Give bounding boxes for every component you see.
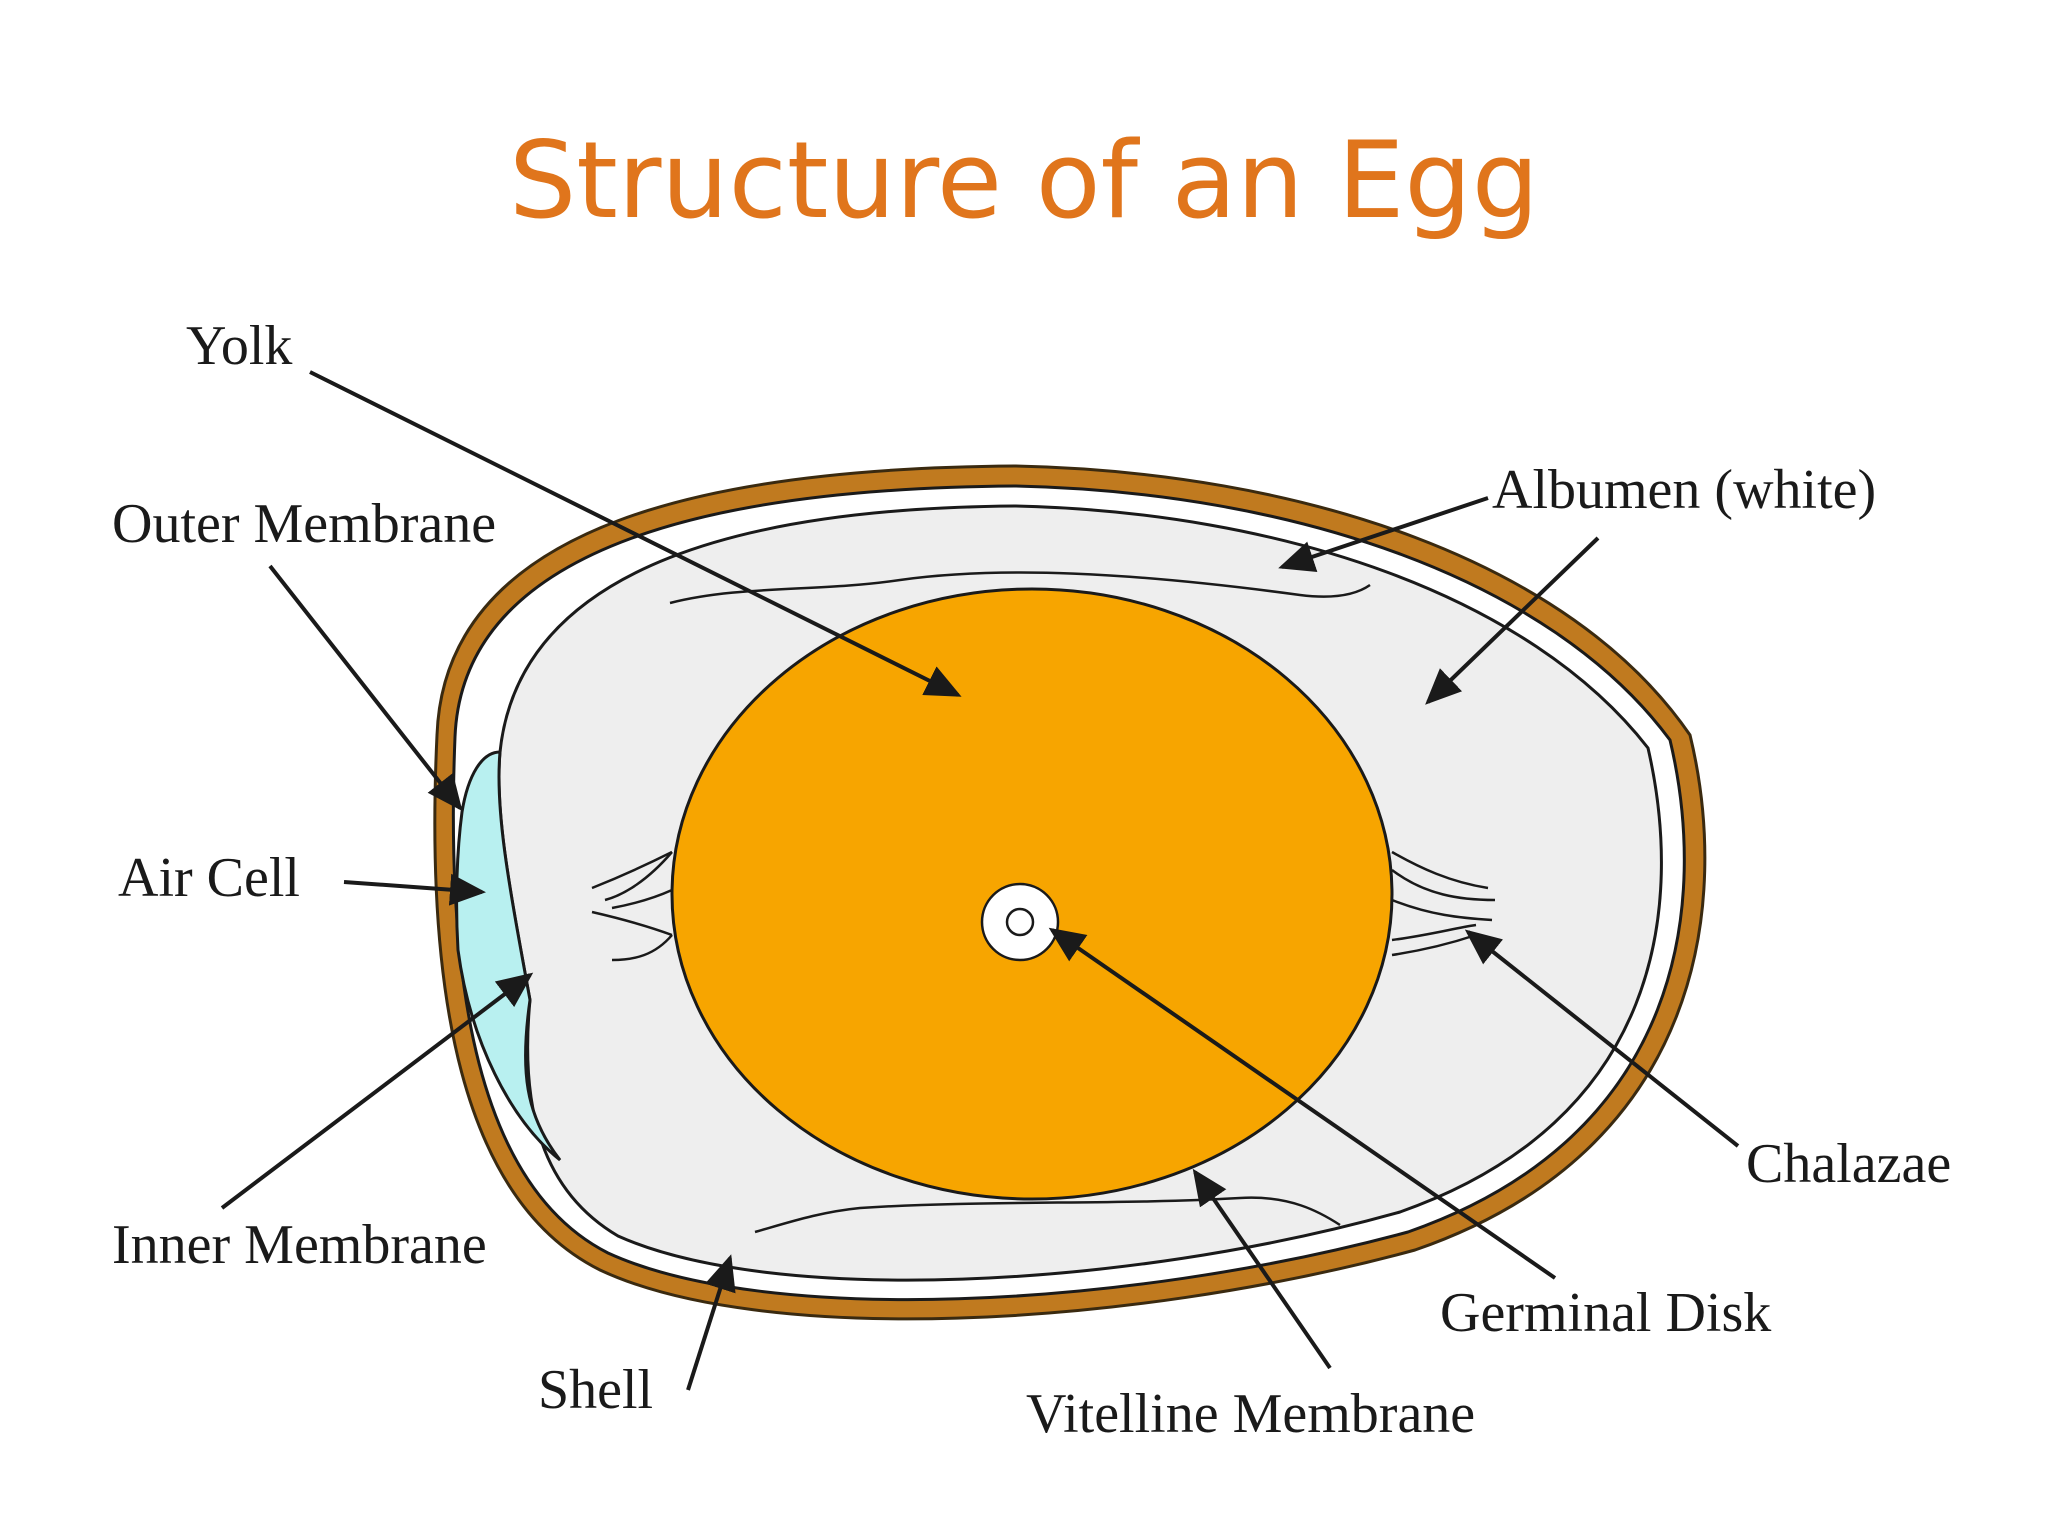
chalazae-left — [591, 850, 673, 962]
outer-membrane-arrow — [268, 564, 463, 812]
inner-membrane-arrow — [220, 972, 534, 1210]
label-air-cell: Air Cell — [118, 847, 300, 909]
thick-albumen-top — [669, 571, 1371, 605]
vitelline-membrane-arrow — [1192, 1168, 1332, 1370]
label-shell: Shell — [538, 1359, 654, 1421]
albumen-arrow-bottom — [1425, 536, 1600, 705]
label-germinal-disk: Germinal Disk — [1440, 1282, 1772, 1344]
label-vitelline-membrane: Vitelline Membrane — [1026, 1383, 1476, 1445]
label-albumen: Albumen (white) — [1492, 459, 1877, 521]
air-cell-arrow — [343, 873, 486, 906]
shell-arrow — [686, 1254, 736, 1391]
germinal-disk-arrow — [1048, 927, 1557, 1280]
label-outer-membrane: Outer Membrane — [112, 493, 497, 555]
chalazae-arrow — [1464, 929, 1740, 1148]
label-inner-membrane: Inner Membrane — [112, 1214, 487, 1276]
label-yolk: Yolk — [186, 315, 293, 377]
thick-albumen-bottom — [754, 1196, 1341, 1234]
yolk-arrow — [309, 370, 962, 697]
air-cell — [455, 750, 562, 1162]
albumen-arrow-top — [1278, 496, 1489, 573]
slide-title: Structure of an Egg — [508, 119, 1540, 242]
germinal-disk-center — [1005, 907, 1035, 937]
label-chalazae: Chalazae — [1746, 1133, 1952, 1195]
